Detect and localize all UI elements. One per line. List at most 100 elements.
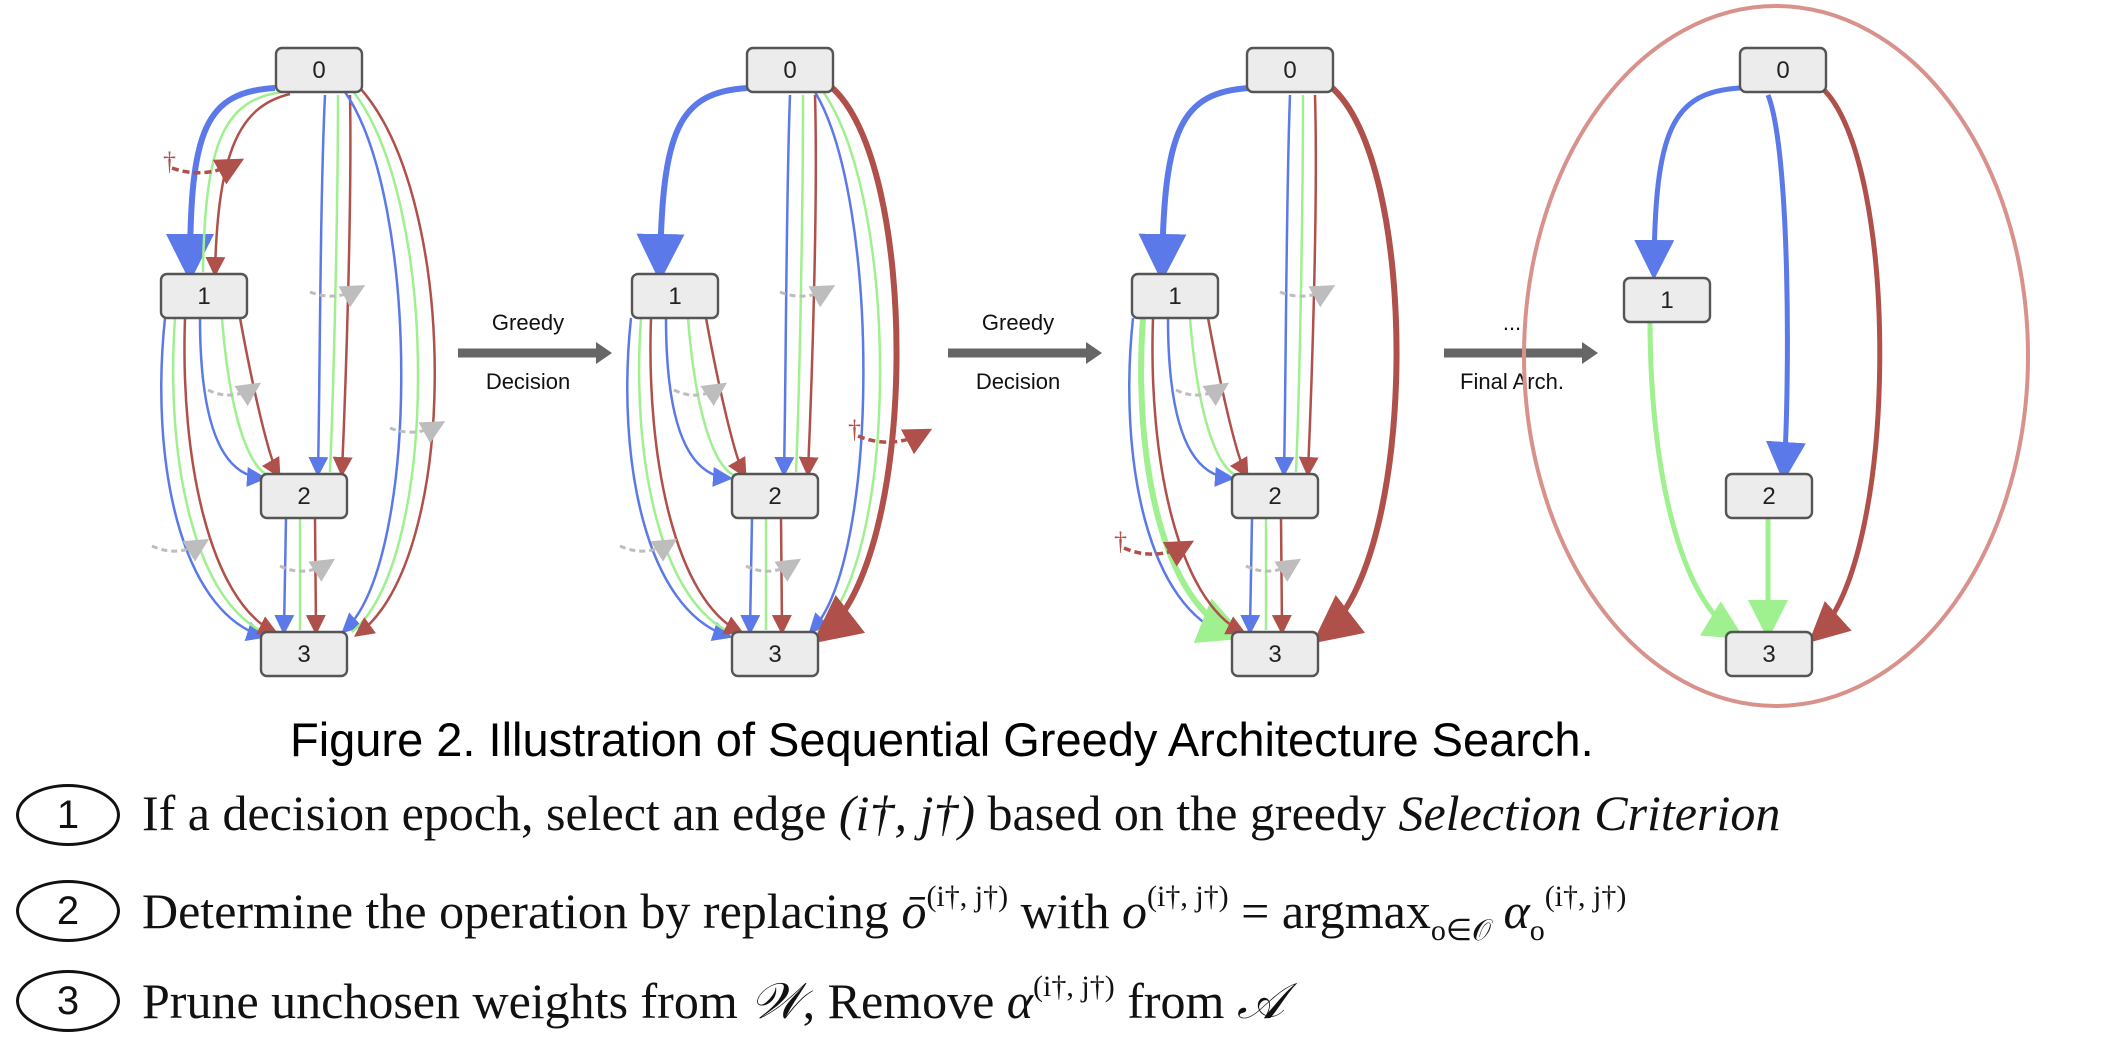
edge-1-2-red [1206,317,1249,479]
selection-marker-icon [1175,382,1229,406]
edge-0-3-blue [341,91,403,634]
node-0: 0 [1738,46,1828,94]
svg-text:2: 2 [1268,483,1281,510]
step-number-badge: 2 [16,880,120,942]
selected-edge-marker-icon [1123,540,1195,567]
edge-0-2-blue [1274,94,1295,477]
node-3: 3 [730,630,820,678]
svg-text:3: 3 [768,641,781,668]
svg-text:...: ... [1503,310,1521,335]
edge-0-3-blue [808,91,865,634]
node-2: 2 [1230,472,1320,520]
dagger-mark: † [848,415,861,444]
step-3: 3 Prune unchosen weights from 𝒲, Remove … [16,962,2116,1042]
node-1: 1 [630,272,720,320]
dagger-mark: † [1114,527,1127,556]
edge-0-2-green [794,94,805,473]
edge-0-2-green [1294,94,1305,473]
edge-1-2-green [1188,317,1239,478]
transition-arrow-3: ... Final Arch. [1444,310,1598,394]
edge-0-1-blue-selected [1138,85,1251,282]
architecture-search-diagram: † 0 1 2 3 Greedy Decision [151,4,2030,708]
figure-caption: Figure 2. Illustration of Sequential Gre… [290,713,1594,766]
selection-marker-icon [745,558,802,582]
selection-marker-icon [779,285,836,308]
selection-marker-icon [151,538,210,562]
edge-2-3-red [305,517,326,635]
svg-text:1: 1 [1660,287,1673,314]
svg-text:0: 0 [783,57,796,84]
edge-0-1-red [205,92,291,277]
step-number-badge: 3 [16,970,120,1032]
svg-text:1: 1 [197,283,210,310]
selection-marker-icon [309,285,366,308]
edge-1-2-green [686,317,737,478]
edge-1-2-blue [198,317,267,487]
svg-text:1: 1 [1168,283,1181,310]
edge-1-3-blue [160,317,267,641]
edge-0-2-blue [308,94,329,477]
edge-0-3-red [1808,86,1883,643]
step-text: Determine the operation by replacing ō(i… [142,880,1627,947]
svg-text:Final Arch.: Final Arch. [1460,369,1564,394]
step-2: 2 Determine the operation by replacing ō… [16,872,2116,952]
edge-1-3-green [171,317,269,636]
svg-text:3: 3 [297,641,310,668]
edge-0-3-red-selected [812,83,900,644]
selected-edge-marker-icon [171,158,245,185]
edge-2-3-blue [274,517,295,635]
node-1: 1 [159,272,249,320]
selection-marker-icon [389,421,446,444]
edge-1-3-green [637,317,735,636]
edge-1-3-green [1647,319,1745,640]
svg-text:3: 3 [1268,641,1281,668]
edge-2-3-blue [1240,517,1261,635]
edge-2-3-red [1271,517,1292,635]
svg-text:Greedy: Greedy [982,310,1054,335]
edge-0-3-red [353,87,436,637]
transition-arrow-1: Greedy Decision [458,310,612,394]
edge-0-2-blue [1765,94,1806,482]
edge-1-2-blue [1166,317,1235,487]
step-number-badge: 1 [16,784,120,846]
node-3: 3 [259,630,349,678]
node-3: 3 [1724,630,1814,678]
node-0: 0 [274,46,364,94]
selection-marker-icon [207,382,261,406]
panel-1: † 0 1 2 3 [151,46,446,678]
panel-3: † 0 1 2 3 [1114,46,1400,678]
selection-marker-icon [619,538,678,562]
step-text: Prune unchosen weights from 𝒲, Remove α(… [142,970,1285,1029]
node-2: 2 [730,472,820,520]
edge-0-2-green [328,94,340,473]
svg-text:2: 2 [1762,483,1775,510]
edge-1-3-blue [1128,317,1235,641]
edge-0-3-green [817,89,882,633]
edge-1-2-blue [664,317,733,487]
edge-0-1-blue [166,85,276,282]
edge-2-3-blue [740,517,761,635]
edge-1-2-red [238,317,281,479]
selection-marker-icon [673,382,727,406]
transition-arrow-2: Greedy Decision [948,310,1102,394]
panel-2: † 0 1 2 3 [619,46,933,678]
edge-1-3-green-selected [1138,317,1248,643]
edge-0-1-blue [1634,85,1741,280]
dagger-mark: † [163,147,176,176]
edge-0-1-green [201,90,283,273]
node-0: 0 [1245,46,1335,94]
selection-marker-icon [279,558,336,582]
node-1: 1 [1130,272,1220,320]
edge-1-3-red [183,317,279,635]
svg-text:0: 0 [1283,57,1296,84]
edge-1-2-red [704,317,747,479]
edge-2-3-red [771,517,792,635]
svg-text:0: 0 [312,57,325,84]
selection-marker-icon [1245,558,1302,582]
edge-0-2-red [798,94,819,477]
svg-text:1: 1 [668,283,681,310]
edge-1-2-green [220,317,271,478]
svg-text:Decision: Decision [976,369,1060,394]
panel-final-arch: 0 1 2 3 [1522,4,2030,708]
node-0: 0 [745,46,835,94]
